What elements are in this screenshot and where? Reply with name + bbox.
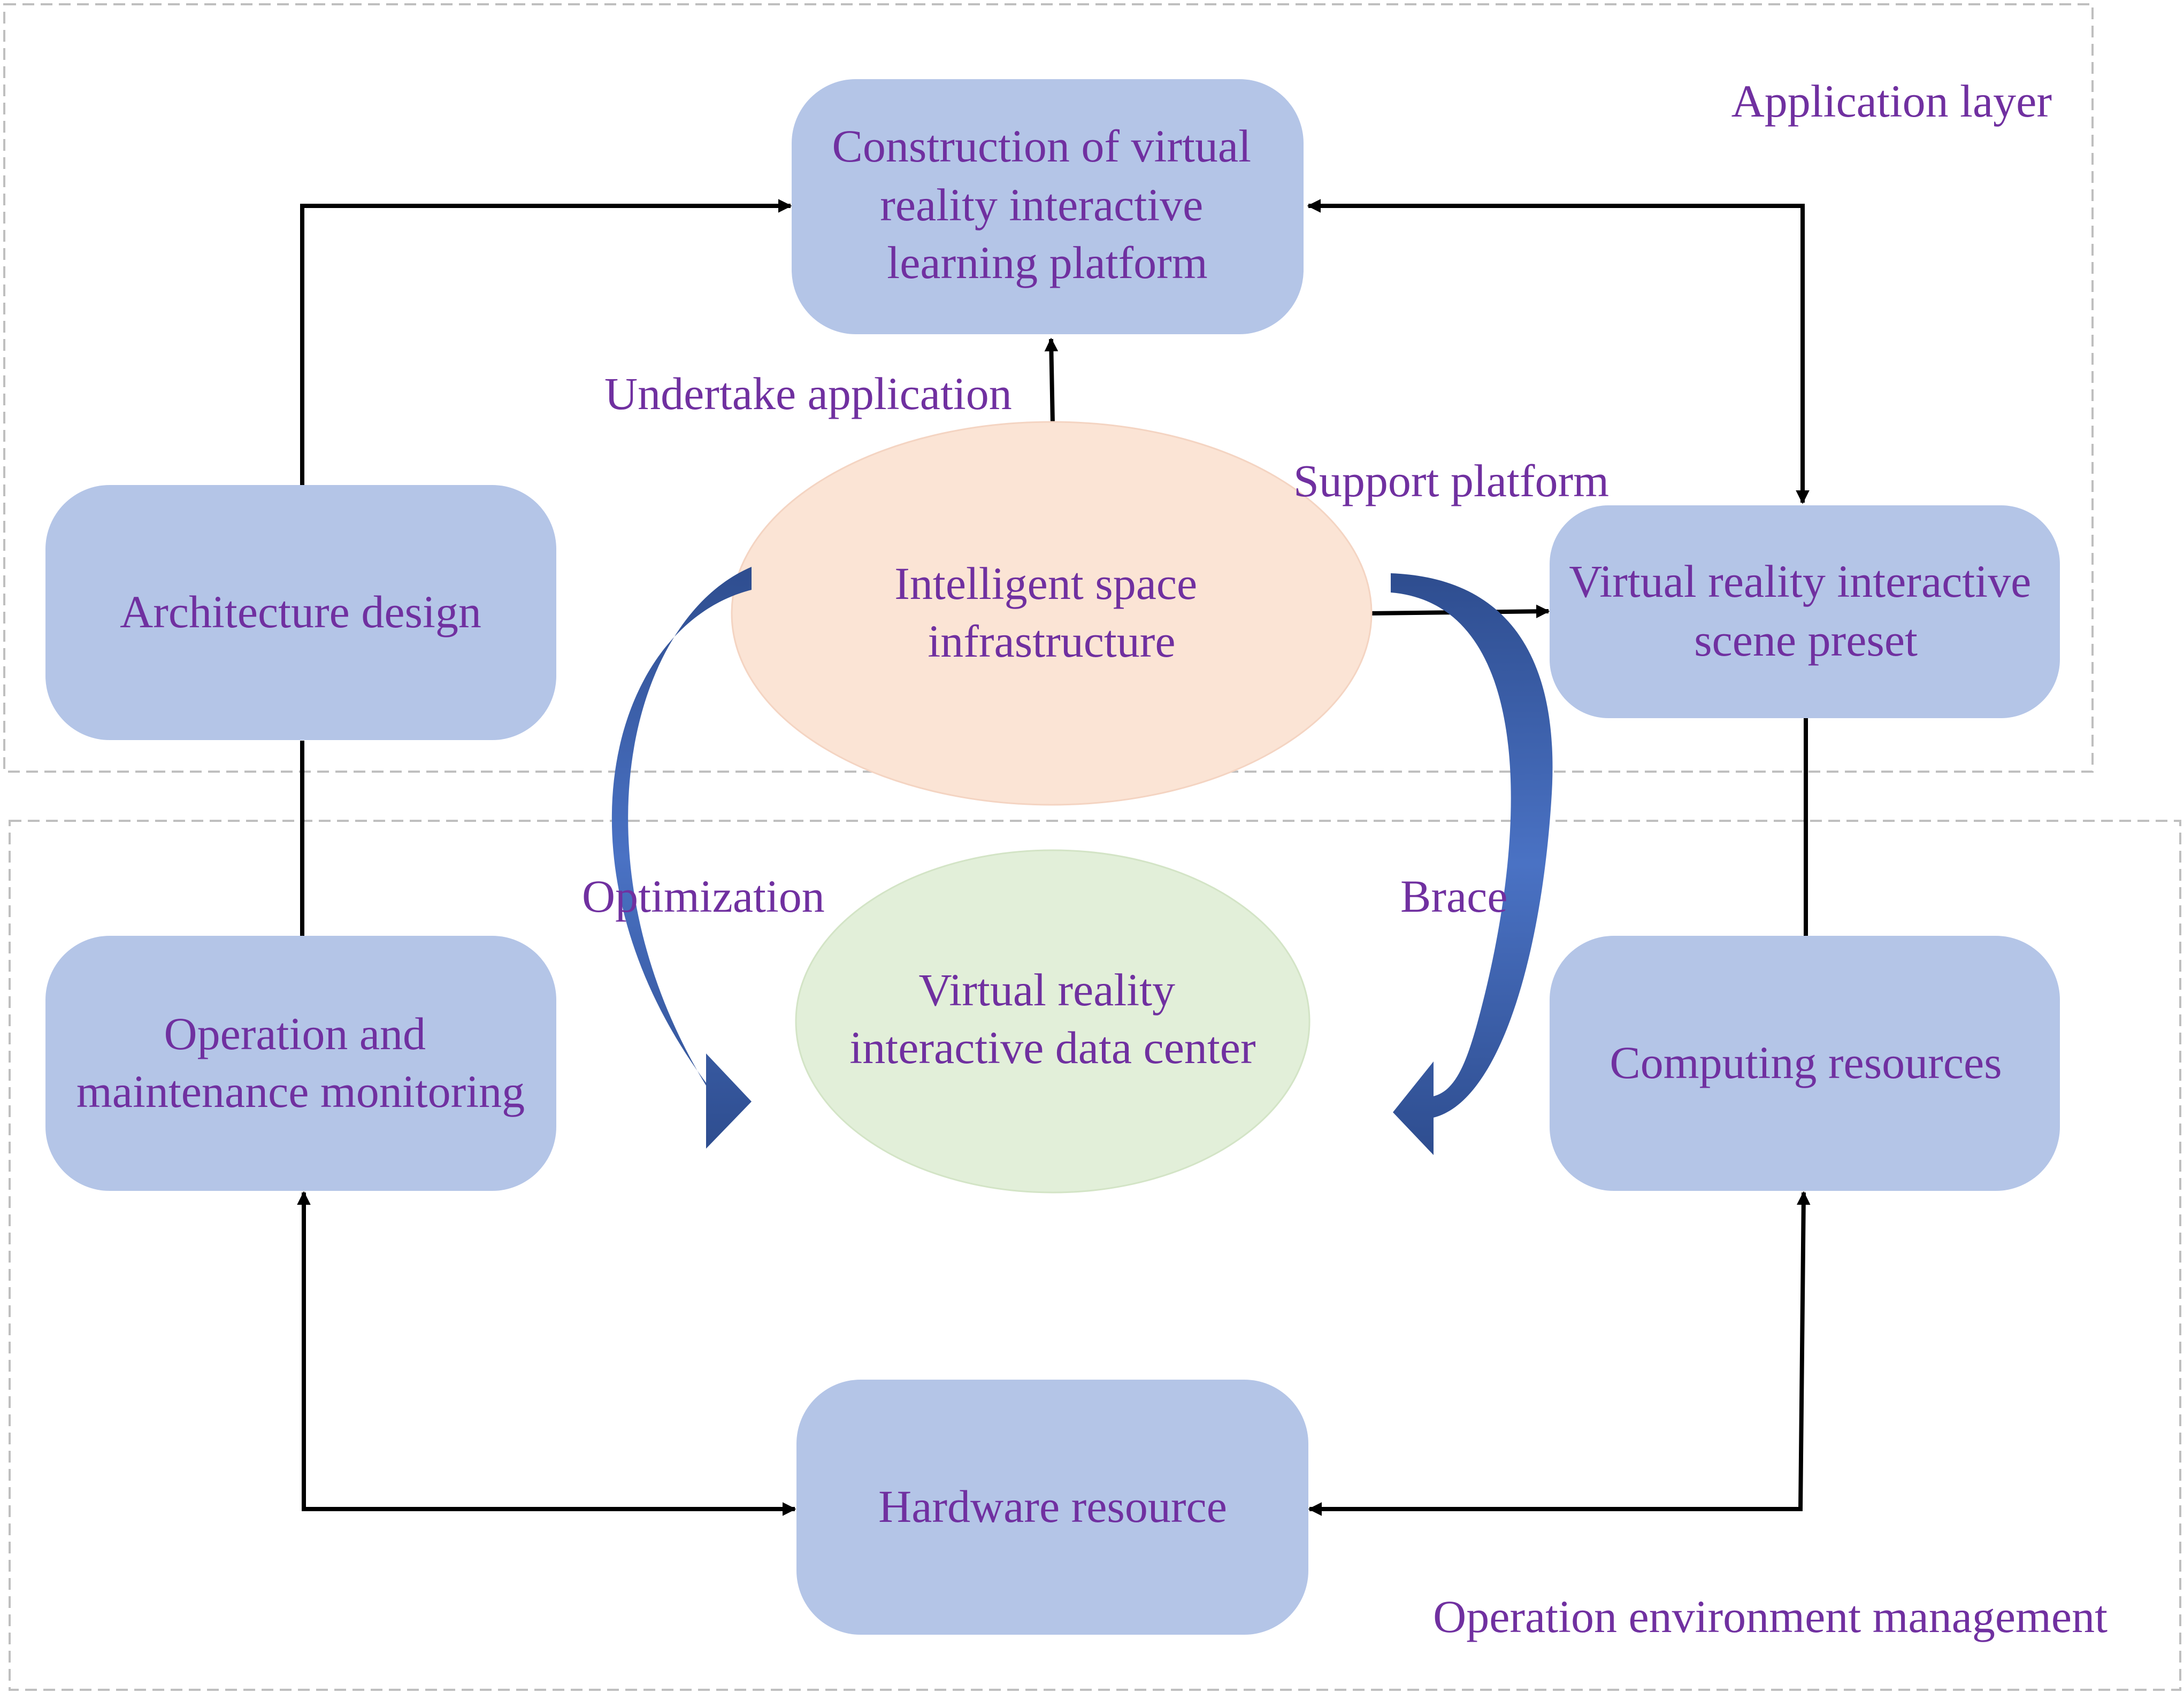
optimization-label: Optimization: [582, 871, 825, 922]
arrow-infrastructure-construction: [1044, 337, 1059, 425]
architecture-box: [45, 485, 556, 740]
arrow-construction-architecture: [295, 199, 792, 615]
connectors: [295, 199, 1811, 1516]
arrow-computing-hardware: [1308, 1191, 1811, 1516]
construction-box: [792, 79, 1304, 334]
brace-label: Brace: [1400, 871, 1508, 922]
scene-preset-label: Virtual reality interactive scene preset: [1569, 556, 2043, 666]
support-platform-label: Support platform: [1293, 455, 1609, 506]
architecture-label: Architecture design: [120, 586, 481, 637]
optimization-curved-arrow: [611, 567, 752, 1149]
data-center-ellipse: [795, 849, 1311, 1194]
brace-curved-arrow: [1391, 573, 1553, 1155]
undertake-application-label: Undertake application: [604, 368, 1012, 419]
computing-label: Computing resources: [1610, 1037, 2002, 1088]
operation-monitoring-box: [45, 936, 556, 1191]
computing-box: [1550, 936, 2060, 1191]
arrow-construction-scene-preset: [1307, 199, 1810, 504]
infrastructure-ellipse: [731, 421, 1373, 806]
operation-environment-frame: [9, 820, 2181, 1691]
application-layer-label: Application layer: [1731, 75, 2052, 127]
arrow-operation-monitoring-hardware: [297, 1191, 796, 1516]
infrastructure-label: Intelligent space infrastructure: [894, 558, 1208, 667]
operation-environment-label: Operation environment management: [1433, 1591, 2108, 1642]
scene-preset-box: [1550, 505, 2060, 718]
operation-monitoring-label: Operation and maintenance monitoring: [76, 1008, 525, 1117]
hardware-box: [796, 1380, 1308, 1635]
hardware-label: Hardware resource: [878, 1481, 1227, 1532]
data-center-label: Virtual reality interactive data center: [849, 964, 1255, 1073]
construction-label: Construction of virtual reality interact…: [832, 120, 1263, 288]
